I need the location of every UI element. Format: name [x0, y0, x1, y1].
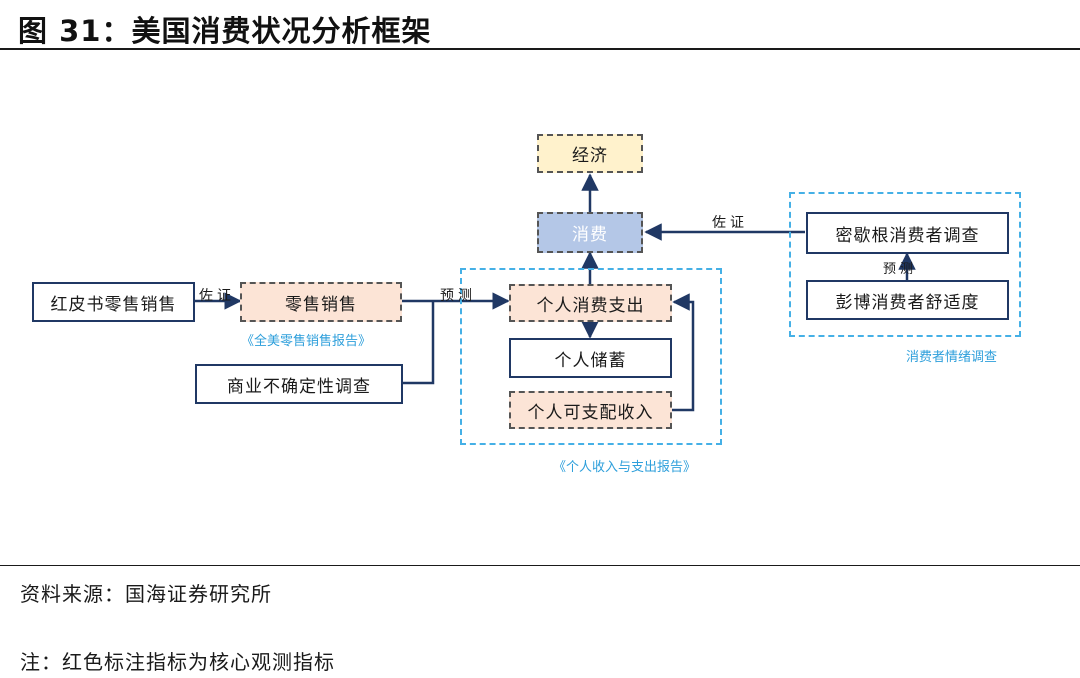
node-disposable-income: 个人可支配收入: [509, 391, 672, 429]
note-line: 注：红色标注指标为核心观测指标: [20, 650, 335, 674]
source-line: 资料来源：国海证券研究所: [20, 582, 272, 606]
arrow-income-loop-to-spending: [672, 293, 695, 412]
node-personal-spending: 个人消费支出: [509, 284, 672, 322]
node-economy: 经济: [537, 134, 643, 173]
edge-label-forecast-mid: 预测: [440, 288, 476, 304]
node-michigan-survey: 密歇根消费者调查: [806, 212, 1009, 254]
edge-label-forecast-right: 预测: [883, 262, 918, 277]
top-rule: [0, 48, 1080, 50]
personal-income-spending-group: [460, 268, 722, 445]
note-retail-report: 《全美零售销售报告》: [241, 334, 372, 349]
edge-label-verify-left: 佐证: [199, 288, 235, 304]
consumer-sentiment-group: [789, 192, 1021, 337]
node-redbook-retail: 红皮书零售销售: [32, 282, 195, 322]
node-consumption: 消费: [537, 212, 643, 253]
node-retail-sales: 零售销售: [240, 282, 402, 322]
node-bloomberg-comfort: 彭博消费者舒适度: [806, 280, 1009, 320]
note-personal-report: 《个人收入与支出报告》: [553, 460, 697, 475]
figure-title: 图 31：美国消费状况分析框架: [18, 14, 432, 48]
note-sentiment-survey: 消费者情绪调查: [906, 350, 998, 365]
node-personal-saving: 个人储蓄: [509, 338, 672, 378]
bottom-rule: [0, 565, 1080, 566]
node-business-uncertainty: 商业不确定性调查: [195, 364, 403, 404]
edge-label-verify-top: 佐证: [712, 215, 748, 231]
line-business-uncertainty-to-junction: [403, 301, 435, 385]
